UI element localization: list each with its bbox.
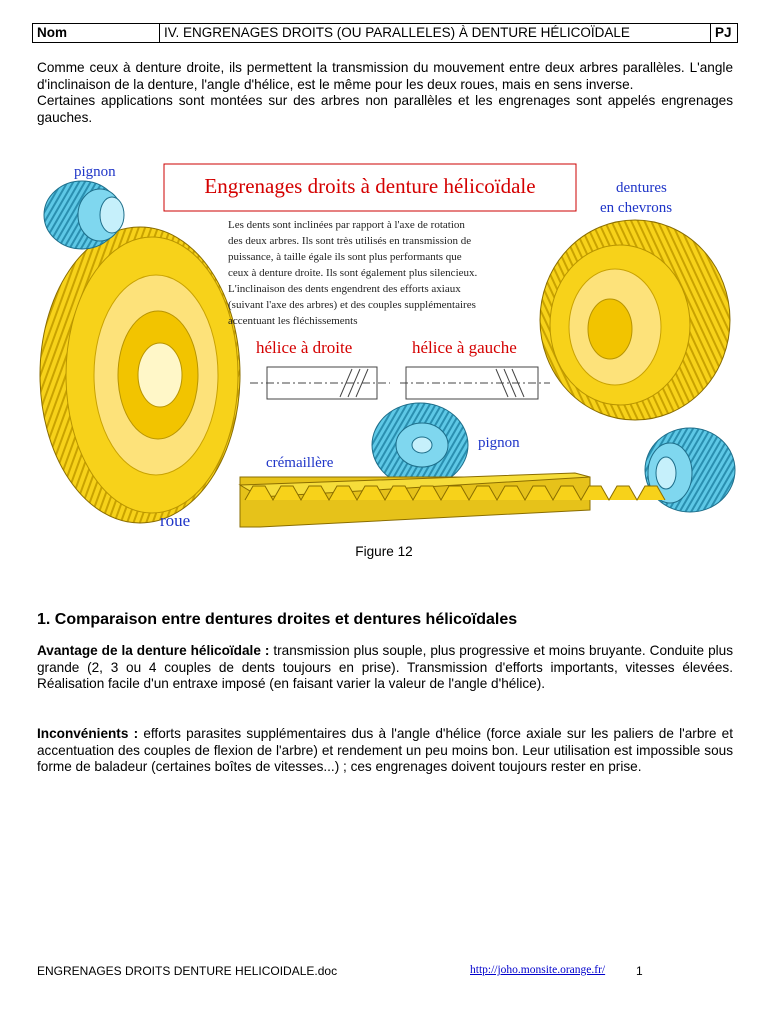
gears-illustration: Engrenages droits à denture hélicoïdale … (39, 163, 736, 530)
description-line: puissance, à taille égale ils sont plus … (228, 251, 462, 263)
intro-paragraph-2: Certaines applications sont montées sur … (37, 93, 733, 125)
helix-right-schematic (250, 366, 390, 400)
avantage-label: Avantage de la denture hélicoïdale : (37, 643, 270, 658)
helix-left-schematic (400, 366, 550, 400)
avantage-text: transmission plus souple, plus progressi… (37, 643, 734, 692)
description-line: accentuant les fléchissements (228, 315, 358, 327)
figure-description: Les dents sont inclinées par rapport à l… (228, 219, 478, 327)
left-wheel-gear (39, 226, 241, 524)
label-helice-droite: hélice à droite (256, 338, 352, 357)
inconvenients-text: efforts parasites supplémentaires dus à … (37, 726, 733, 775)
description-line: ceux à denture droite. Ils sont égalemen… (228, 267, 478, 279)
figure-title-box (163, 163, 577, 212)
bottom-right-pinion (644, 427, 736, 513)
label-roue: roue (160, 511, 190, 530)
rack-cremaillere (238, 472, 666, 528)
intro-paragraph-1: Comme ceux à denture droite, ils permett… (37, 60, 733, 92)
label-dentures: dentures (616, 180, 667, 196)
footer-url-link[interactable]: http://joho.monsite.orange.fr/ (470, 964, 606, 976)
label-en-chevrons: en chevrons (600, 200, 672, 216)
inconvenients-paragraph: Inconvénients : efforts parasites supplé… (37, 726, 733, 776)
figure-title: Engrenages droits à denture hélicoïdale (204, 174, 535, 198)
label-pignon-left: pignon (74, 164, 116, 180)
intro-text: Comme ceux à denture droite, ils permett… (37, 60, 733, 126)
header-title: IV. ENGRENAGES DROITS (OU PARALLELES) À … (160, 24, 711, 42)
description-line: L'inclinaison des dents engendrent des e… (228, 283, 461, 295)
figure-12: Engrenages droits à denture hélicoïdale … (30, 155, 740, 540)
header-nom: Nom (33, 24, 160, 42)
avantage-paragraph: Avantage de la denture hélicoïdale : tra… (37, 643, 733, 693)
center-pinion (371, 402, 469, 488)
label-cremaillere: crémaillère (266, 455, 334, 471)
top-left-pinion (43, 180, 125, 250)
description-line: des deux arbres. Ils sont très utilisés … (228, 235, 471, 247)
footer-doc-name: ENGRENAGES DROITS DENTURE HELICOIDALE.do… (37, 964, 338, 978)
description-line: (suivant l'axe des arbres) et des couple… (228, 299, 476, 311)
description-line: Les dents sont inclinées par rapport à l… (228, 219, 465, 231)
inconvenients-label: Inconvénients : (37, 726, 139, 741)
right-chevron-gear (539, 219, 731, 421)
footer-page-number: 1 (636, 964, 643, 978)
section-1-title: 1. Comparaison entre dentures droites et… (37, 611, 518, 628)
figure-caption: Figure 12 (355, 544, 413, 559)
header-pj: PJ (715, 25, 732, 40)
header-table: Nom IV. ENGRENAGES DROITS (OU PARALLELES… (32, 23, 738, 43)
label-helice-gauche: hélice à gauche (412, 338, 517, 357)
label-pignon-center: pignon (478, 435, 520, 451)
